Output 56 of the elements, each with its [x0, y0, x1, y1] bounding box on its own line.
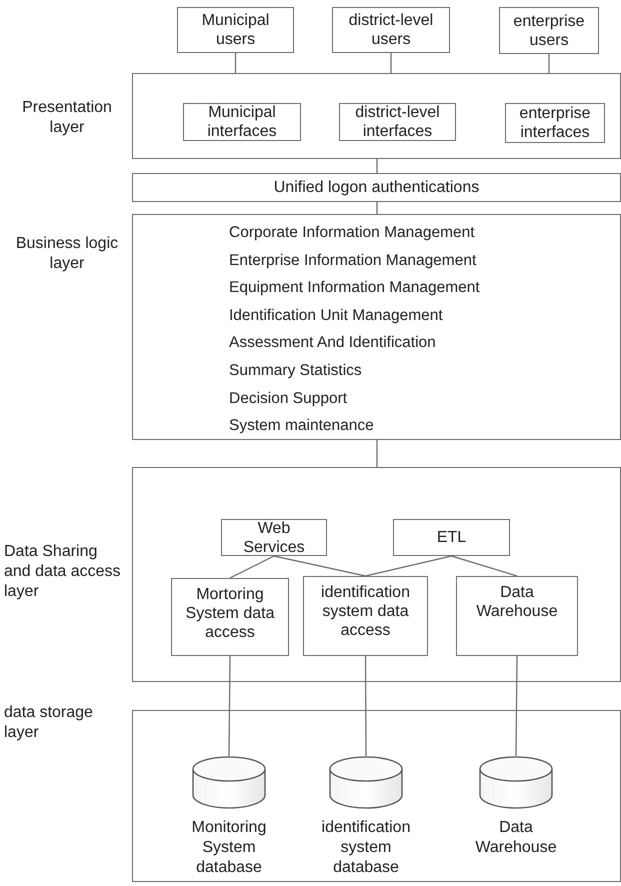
process-box [499, 7, 599, 54]
layer-label: Business logic layer [14, 234, 120, 274]
node-label: enterprise interfaces [518, 104, 592, 142]
process-box [221, 519, 327, 556]
layer-label: Data Sharing and data access layer [4, 542, 122, 602]
connector-line [376, 159, 378, 173]
process-box [332, 7, 450, 53]
node-label: Web Services [242, 518, 306, 556]
layer-label: Presentation layer [21, 98, 113, 138]
connector-line [228, 656, 231, 756]
layer-panel [132, 710, 621, 882]
function-item: Enterprise Information Management [229, 250, 476, 271]
connector-line [234, 53, 236, 73]
connector-line [274, 555, 366, 577]
layer-panel [132, 73, 621, 159]
connector-line [515, 656, 518, 756]
node-label: district-level users [348, 11, 434, 49]
node-label: district-level interfaces [354, 103, 441, 141]
connector-line [230, 555, 274, 579]
layer-panel [132, 214, 621, 440]
node-label: identification system data access [320, 583, 411, 640]
connector-line [390, 53, 392, 73]
process-box [177, 7, 294, 53]
process-box [456, 576, 578, 656]
process-box [505, 103, 605, 143]
connector-line [365, 555, 452, 577]
process-box [183, 103, 301, 141]
function-item: System maintenance [229, 416, 374, 436]
process-box [171, 578, 289, 656]
process-box [393, 519, 510, 556]
function-item: Decision Support [229, 388, 348, 409]
node-label: Unified logon authentications [274, 178, 480, 197]
process-box [339, 103, 456, 141]
connector-line [376, 440, 378, 467]
connector-line [376, 202, 378, 214]
function-item: Summary Statistics [229, 360, 362, 381]
connector-line [548, 54, 550, 73]
connector-line [451, 555, 518, 577]
database-label: identification system database [320, 818, 412, 878]
database-label: Monitoring System database [190, 818, 268, 878]
function-item: Assessment And Identification [229, 333, 436, 354]
process-box [303, 576, 428, 656]
layer-label: data storage layer [4, 703, 94, 743]
node-label: ETL [436, 528, 466, 547]
database-label: Data Warehouse [474, 818, 558, 858]
connector-line [364, 656, 367, 756]
node-label: Data Warehouse [475, 583, 559, 621]
function-item: Corporate Information Management [229, 223, 475, 243]
node-label: enterprise users [512, 12, 586, 50]
node-label: Municipal users [200, 11, 270, 49]
function-item: Equipment Information Management [229, 278, 480, 298]
node-label: Municipal interfaces [206, 103, 278, 141]
node-label: Mortoring System data access [184, 585, 276, 642]
process-bar [132, 173, 621, 202]
function-item: Identification Unit Management [229, 306, 443, 326]
layer-panel [132, 467, 621, 682]
